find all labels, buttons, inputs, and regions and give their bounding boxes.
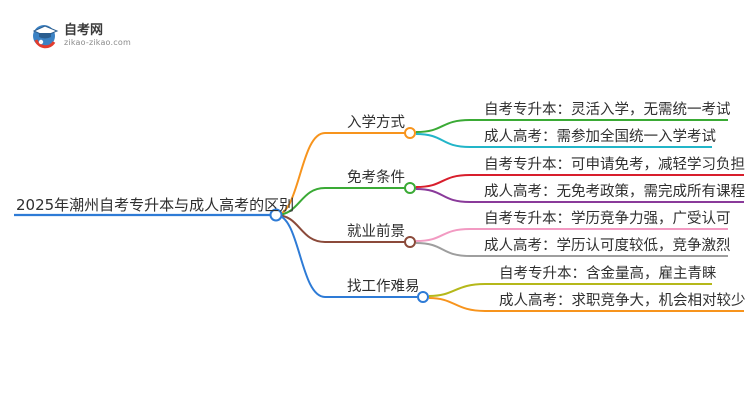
connector-leaf-2-2 <box>415 188 744 203</box>
root-node <box>269 208 283 222</box>
connector-leaf-1-2 <box>415 133 712 148</box>
branch-node-4 <box>417 291 429 303</box>
branch-node-2 <box>404 182 416 194</box>
logo-subtitle: zikao-zikao.com <box>64 37 131 47</box>
site-logo[interactable]: 自考网 zikao-zikao.com <box>30 20 131 50</box>
connector-leaf-4-2 <box>428 297 744 312</box>
branch-label-4[interactable]: 找工作难易 <box>347 279 420 295</box>
connector-branch-2 <box>275 187 405 216</box>
root-topic[interactable]: 2025年潮州自考专升本与成人高考的区别 <box>16 196 295 214</box>
connector-branch-4 <box>275 214 417 298</box>
leaf-label-2-1[interactable]: 自考专升本：可申请免考，减轻学习负担 <box>484 157 745 173</box>
branch-node-3 <box>404 236 416 248</box>
connector-branch-3 <box>275 214 405 243</box>
leaf-label-4-2[interactable]: 成人高考：求职竞争大，机会相对较少 <box>499 293 746 309</box>
leaf-label-3-2[interactable]: 成人高考：学历认可度较低，竞争激烈 <box>484 238 731 254</box>
logo-title: 自考网 <box>64 22 104 38</box>
branch-label-3[interactable]: 就业前景 <box>347 224 405 240</box>
connector-leaf-1-1 <box>415 119 728 133</box>
connector-branch-1 <box>275 132 405 216</box>
leaf-label-1-1[interactable]: 自考专升本：灵活入学，无需统一考试 <box>484 102 731 118</box>
connector-leaf-4-1 <box>428 283 712 297</box>
leaf-label-2-2[interactable]: 成人高考：无免考政策，需完成所有课程 <box>484 184 745 200</box>
branch-label-1[interactable]: 入学方式 <box>347 115 405 131</box>
branch-label-2[interactable]: 免考条件 <box>347 170 405 186</box>
connector-leaf-3-2 <box>415 242 728 257</box>
graduation-cap-icon <box>32 25 59 49</box>
connector-leaf-2-1 <box>415 174 744 188</box>
leaf-label-3-1[interactable]: 自考专升本：学历竞争力强，广受认可 <box>484 211 731 227</box>
leaf-label-4-1[interactable]: 自考专升本：含金量高，雇主青睐 <box>499 266 717 282</box>
connector-leaf-3-1 <box>415 228 728 242</box>
branch-node-1 <box>404 127 416 139</box>
leaf-label-1-2[interactable]: 成人高考：需参加全国统一入学考试 <box>484 129 716 145</box>
